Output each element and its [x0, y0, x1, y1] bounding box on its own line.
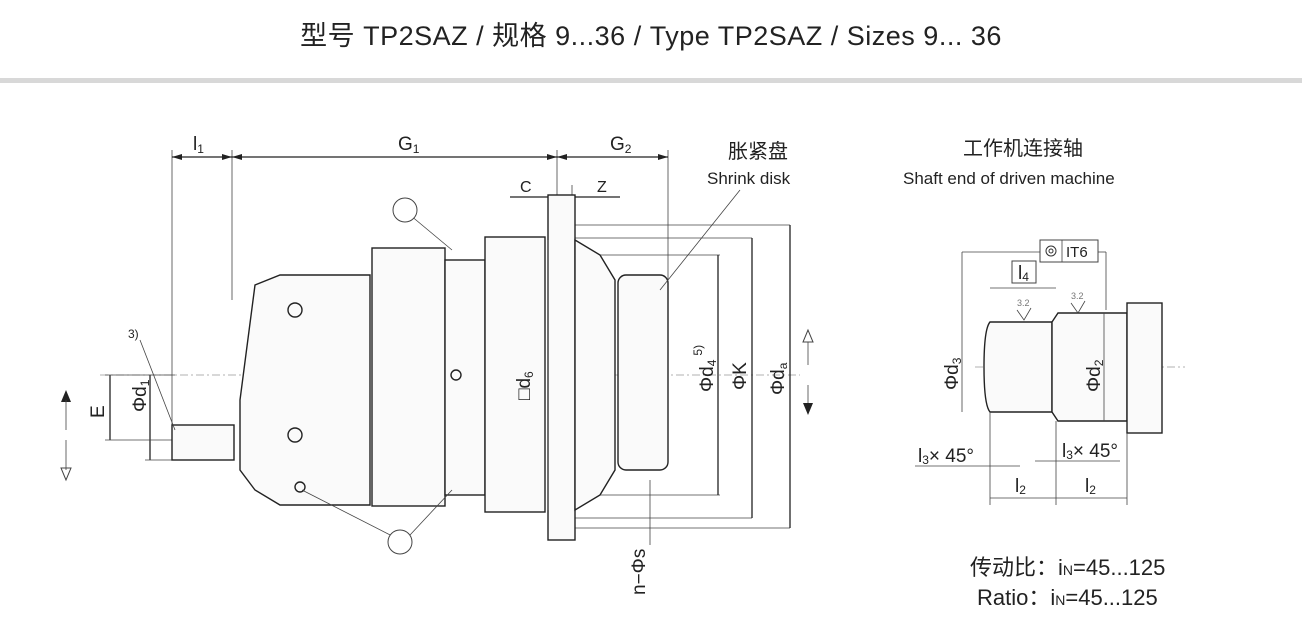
shrink-disk — [617, 274, 669, 471]
stage-ring — [371, 247, 446, 507]
dim-d3: Φd3 — [942, 357, 964, 390]
title-separator — [0, 78, 1302, 83]
ratio-en: Ratio：iN=45...125 — [977, 585, 1158, 610]
dim-l2-right: l2 — [1085, 476, 1096, 497]
note-3: 3) — [128, 327, 139, 341]
shaft-title-en: Shaft end of driven machine — [903, 169, 1115, 188]
shrink-disk-cn-label: 胀紧盘 — [728, 140, 788, 163]
shaft-title-cn: 工作机连接轴 — [963, 137, 1083, 160]
dim-K: ΦK — [730, 362, 751, 390]
shaft-step-d3 — [983, 321, 1053, 413]
top-dimension-line — [172, 154, 668, 198]
dim-l3-left: l3× 45° — [918, 446, 974, 467]
dim-d4: Φd45) — [691, 345, 719, 392]
dim-G1: G1 — [398, 134, 420, 156]
tolerance-frame — [1039, 239, 1099, 263]
dim-da: Φda — [768, 362, 790, 395]
concentricity-icon — [1045, 245, 1057, 257]
extension-lines — [171, 150, 790, 529]
oil-fill-symbol — [387, 197, 418, 555]
leader-lines — [139, 189, 741, 545]
rotation-arrows — [60, 328, 814, 482]
dim-l2-left: l2 — [1015, 476, 1026, 497]
dim-l4: l4 — [1018, 263, 1029, 284]
dim-l1: l1 — [193, 134, 204, 156]
shrink-disk-en-label: Shrink disk — [707, 169, 791, 188]
dim-G2: G2 — [610, 134, 632, 156]
page-title: 型号 TP2SAZ / 规格 9...36 / Type TP2SAZ / Si… — [300, 21, 1002, 51]
output-flange — [547, 194, 576, 541]
dim-d6: □d6 — [514, 371, 536, 400]
roughness-2: 3.2 — [1071, 291, 1084, 301]
gearbox-body — [171, 194, 669, 541]
dim-Z: Z — [597, 179, 607, 196]
dim-n-s: n−Φs — [629, 549, 650, 595]
input-housing — [239, 274, 371, 506]
input-shaft — [171, 424, 235, 461]
dim-d1: Φd1 — [130, 379, 152, 412]
dim-C: C — [520, 179, 532, 196]
dim-d2: Φd2 — [1084, 359, 1106, 392]
shaft-end-view: 工作机连接轴 Shaft end of driven machine IT6 l… — [903, 137, 1185, 505]
ratio-cn: 传动比：iN=45...125 — [970, 555, 1165, 580]
dim-E: E — [88, 405, 109, 418]
tolerance-grade: IT6 — [1066, 244, 1088, 261]
roughness-1: 3.2 — [1017, 298, 1030, 308]
dim-l3-right: l3× 45° — [1062, 441, 1118, 462]
